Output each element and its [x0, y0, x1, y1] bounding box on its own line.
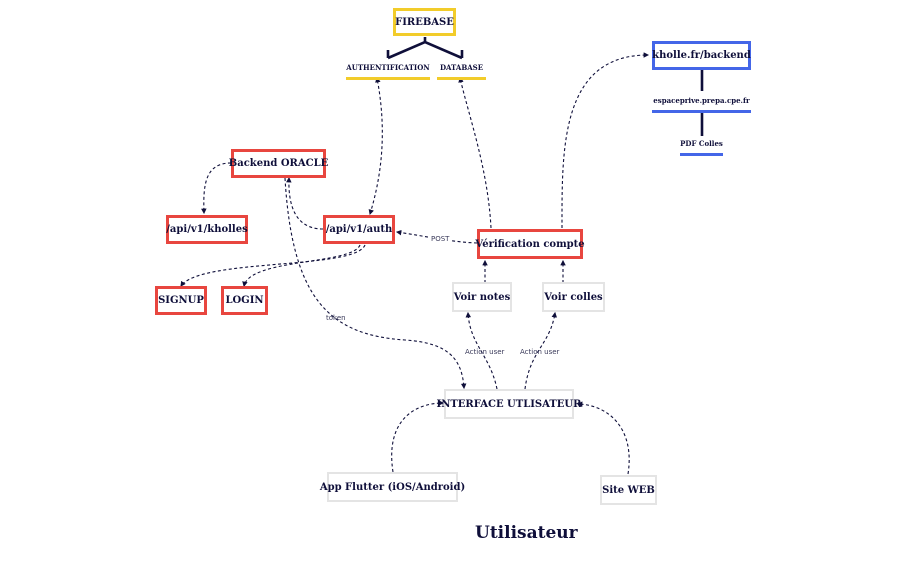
edge-oracle-interface [284, 177, 467, 390]
edge-interface-notes [465, 311, 498, 390]
edge-flutter-interface [391, 400, 445, 473]
espaceprive-node[interactable]: espaceprive.prepa.cpe.fr [652, 96, 751, 113]
edge-verification-kholle [561, 52, 650, 229]
edge-oracle-kholles [201, 162, 232, 215]
backend-oracle-node[interactable]: Backend ORACLE [229, 149, 328, 178]
site-web-node[interactable]: Site WEB [600, 475, 657, 505]
edge-label-post: POST [430, 235, 451, 243]
edge-label-action-user-1: Action user [465, 348, 505, 356]
app-flutter-node[interactable]: App Flutter (iOS/Android) [320, 472, 465, 502]
login-node[interactable]: LOGIN [221, 286, 268, 315]
edge-auth-signup [180, 244, 366, 287]
edge-verification-database [458, 76, 492, 229]
firebase-node[interactable]: FIREBASE [393, 8, 456, 36]
edge-web-interface [576, 401, 630, 475]
signup-node[interactable]: SIGNUP [155, 286, 207, 315]
api-kholles-node[interactable]: /api/v1/kholles [166, 215, 248, 244]
edge-label-token: token [326, 314, 346, 322]
authentification-node[interactable]: AUTHENTIFICATION [346, 63, 430, 80]
api-auth-node[interactable]: /api/v1/auth [323, 215, 395, 244]
edge-auth-oracle [286, 176, 324, 230]
interface-node[interactable]: INTERFACE UTLISATEUR [437, 389, 581, 419]
voir-colles-node[interactable]: Voir colles [542, 282, 605, 312]
voir-notes-node[interactable]: Voir notes [452, 282, 512, 312]
edge-label-action-user-2: Action user [520, 348, 560, 356]
edge-interface-colles [524, 311, 558, 390]
edge-firebase-tree [386, 37, 464, 60]
edge-auth-authentification [368, 76, 383, 216]
pdf-colles-node[interactable]: PDF Colles [680, 139, 723, 156]
database-node[interactable]: DATABASE [437, 63, 486, 80]
diagram-caption: Utilisateur [475, 523, 578, 543]
edge-auth-login [242, 244, 361, 288]
kholle-backend-node[interactable]: kholle.fr/backend [652, 41, 751, 70]
verification-node[interactable]: Vérification compte [475, 229, 585, 259]
